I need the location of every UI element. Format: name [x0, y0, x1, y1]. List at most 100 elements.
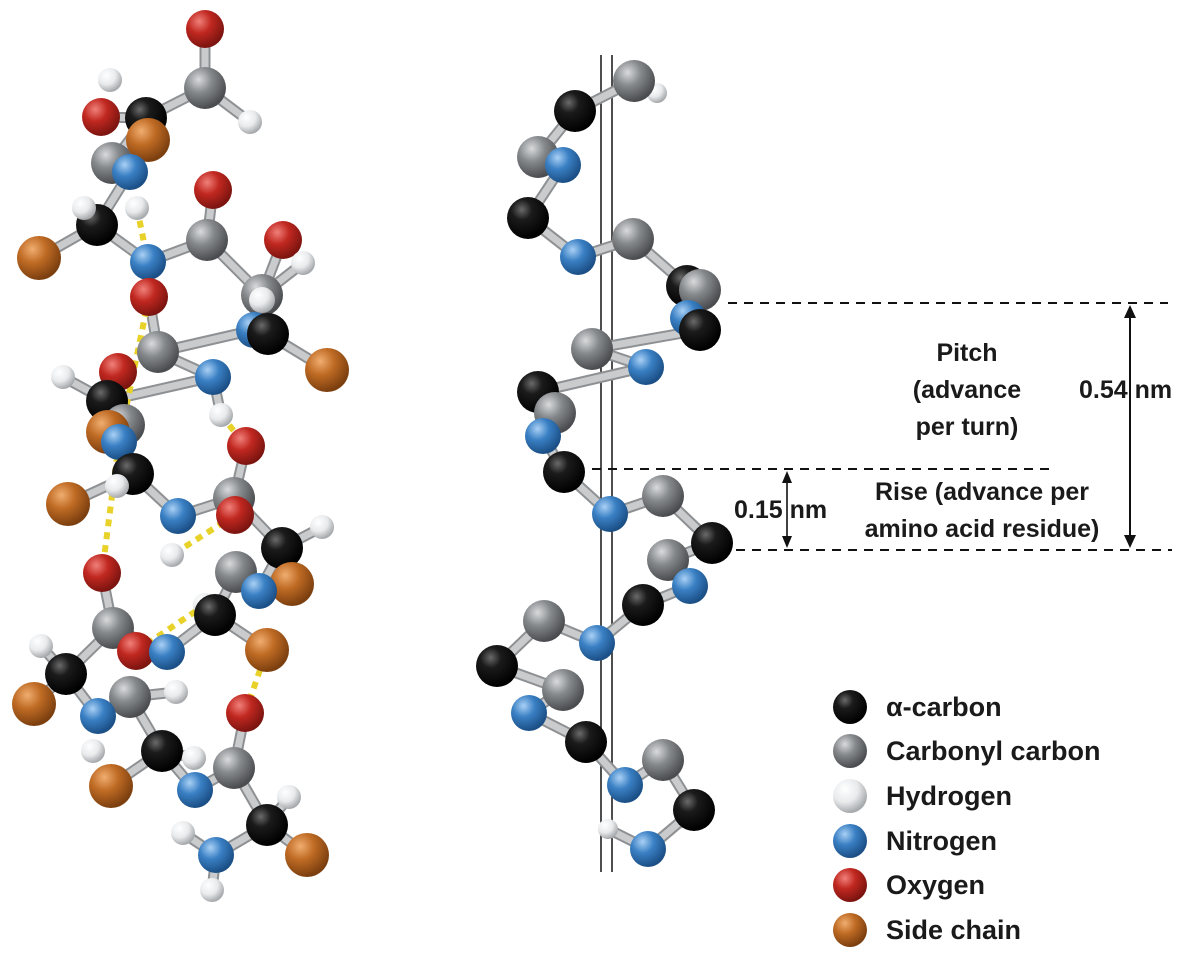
rise-value: 0.15 nm — [734, 496, 827, 524]
hydrogen-bond — [99, 441, 122, 574]
hydrogen-atom — [164, 680, 188, 704]
oxygen-atom — [264, 221, 302, 259]
hydrogen-atom — [277, 785, 301, 809]
carbonyl-carbon-swatch — [833, 734, 867, 768]
hydrogen-atom — [72, 196, 96, 220]
legend-item-oxygen: Oxygen — [833, 868, 985, 902]
nitrogen-atom — [672, 568, 708, 604]
hydrogen-atom — [310, 515, 334, 539]
legend-label: Oxygen — [886, 870, 985, 900]
nitrogen-atom — [160, 498, 196, 534]
pitch-label-line3: per turn) — [916, 413, 1019, 441]
nitrogen-atom — [130, 244, 166, 280]
carbonyl-carbon-atom — [186, 219, 228, 261]
nitrogen-atom — [579, 625, 615, 661]
side-chain-atom — [305, 348, 349, 392]
hydrogen-atom — [238, 110, 262, 134]
hydrogen-atom — [200, 878, 224, 902]
alpha-carbon-atom — [194, 594, 236, 636]
alpha-carbon-atom — [247, 313, 289, 355]
nitrogen-atom — [101, 424, 137, 460]
legend-item-alpha-carbon: α-carbon — [833, 690, 1002, 724]
nitrogen-atom — [628, 349, 664, 385]
carbonyl-carbon-atom — [137, 331, 179, 373]
oxygen-swatch — [833, 868, 867, 902]
legend-item-carbonyl-carbon: Carbonyl carbon — [833, 734, 1101, 768]
oxygen-atom — [83, 554, 121, 592]
atom-legend: α-carbon Carbonyl carbon Hydrogen Nitrog… — [833, 690, 1101, 947]
nitrogen-atom — [607, 767, 643, 803]
oxygen-atom — [216, 496, 254, 534]
hydrogen-atom — [291, 251, 315, 275]
alpha-carbon-atom — [45, 653, 87, 695]
legend-label: Hydrogen — [886, 781, 1012, 811]
alpha-carbon-swatch — [833, 690, 867, 724]
pitch-dimension — [728, 302, 1172, 551]
nitrogen-atom — [198, 837, 234, 873]
side-chain-atom — [285, 833, 329, 877]
carbonyl-carbon-atom — [213, 747, 255, 789]
alpha-carbon-atom — [679, 309, 721, 351]
oxygen-atom — [186, 10, 224, 48]
carbonyl-carbon-atom — [612, 218, 654, 260]
alpha-carbon-atom — [246, 804, 288, 846]
nitrogen-atom — [560, 239, 596, 275]
legend-item-nitrogen: Nitrogen — [833, 824, 997, 858]
side-chain-atom — [89, 764, 133, 808]
legend-label: Carbonyl carbon — [886, 736, 1101, 766]
carbonyl-carbon-atom — [184, 67, 226, 109]
oxygen-atom — [117, 632, 155, 670]
alpha-carbon-atom — [622, 584, 664, 626]
side-chain-swatch — [833, 913, 867, 947]
carbonyl-carbon-atom — [647, 539, 689, 581]
hydrogen-atom — [125, 196, 149, 220]
alpha-carbon-atom — [543, 451, 585, 493]
hydrogen-atom — [81, 739, 105, 763]
hydrogen-atom — [105, 474, 129, 498]
hydrogen-swatch — [833, 779, 867, 813]
pitch-value: 0.54 nm — [1079, 376, 1172, 404]
oxygen-atom — [130, 278, 168, 316]
nitrogen-atom — [177, 772, 213, 808]
alpha-carbon-atom — [565, 721, 607, 763]
nitrogen-atom — [525, 418, 561, 454]
carbonyl-carbon-atom — [571, 328, 613, 370]
pitch-label-line2: (advance — [913, 376, 1021, 404]
hydrogen-atom — [160, 543, 184, 567]
backbone-helix-model — [476, 60, 733, 867]
hydrogen-atom — [29, 634, 53, 658]
side-chain-atom — [46, 482, 90, 526]
oxygen-atom — [82, 98, 120, 136]
legend-item-side-chain: Side chain — [833, 913, 1021, 947]
hydrogen-atom — [209, 403, 233, 427]
pitch-label: Pitch — [936, 339, 997, 367]
alpha-carbon-atom — [261, 527, 303, 569]
carbonyl-carbon-atom — [523, 600, 565, 642]
legend-item-hydrogen: Hydrogen — [833, 779, 1012, 813]
ball-and-stick-helix-model — [12, 10, 349, 902]
rise-label: Rise (advance per — [875, 478, 1089, 506]
alpha-carbon-atom — [476, 645, 518, 687]
nitrogen-atom — [112, 154, 148, 190]
nitrogen-atom — [630, 831, 666, 867]
oxygen-atom — [227, 427, 265, 465]
side-chain-atom — [17, 236, 61, 280]
nitrogen-atom — [195, 359, 231, 395]
oxygen-atom — [194, 171, 232, 209]
carbonyl-carbon-atom — [642, 739, 684, 781]
nitrogen-atom — [592, 496, 628, 532]
oxygen-atom — [226, 694, 264, 732]
legend-label: α-carbon — [886, 692, 1002, 722]
nitrogen-atom — [149, 634, 185, 670]
side-chain-atom — [12, 682, 56, 726]
carbonyl-carbon-atom — [109, 676, 151, 718]
carbonyl-carbon-atom — [613, 60, 655, 102]
alpha-carbon-atom — [507, 197, 549, 239]
alpha-carbon-atom — [141, 730, 183, 772]
nitrogen-atom — [80, 698, 116, 734]
side-chain-atom — [126, 118, 170, 162]
carbonyl-carbon-atom — [642, 475, 684, 517]
hydrogen-atom — [182, 746, 206, 770]
hydrogen-atom — [171, 821, 195, 845]
hydrogen-atom — [51, 365, 75, 389]
